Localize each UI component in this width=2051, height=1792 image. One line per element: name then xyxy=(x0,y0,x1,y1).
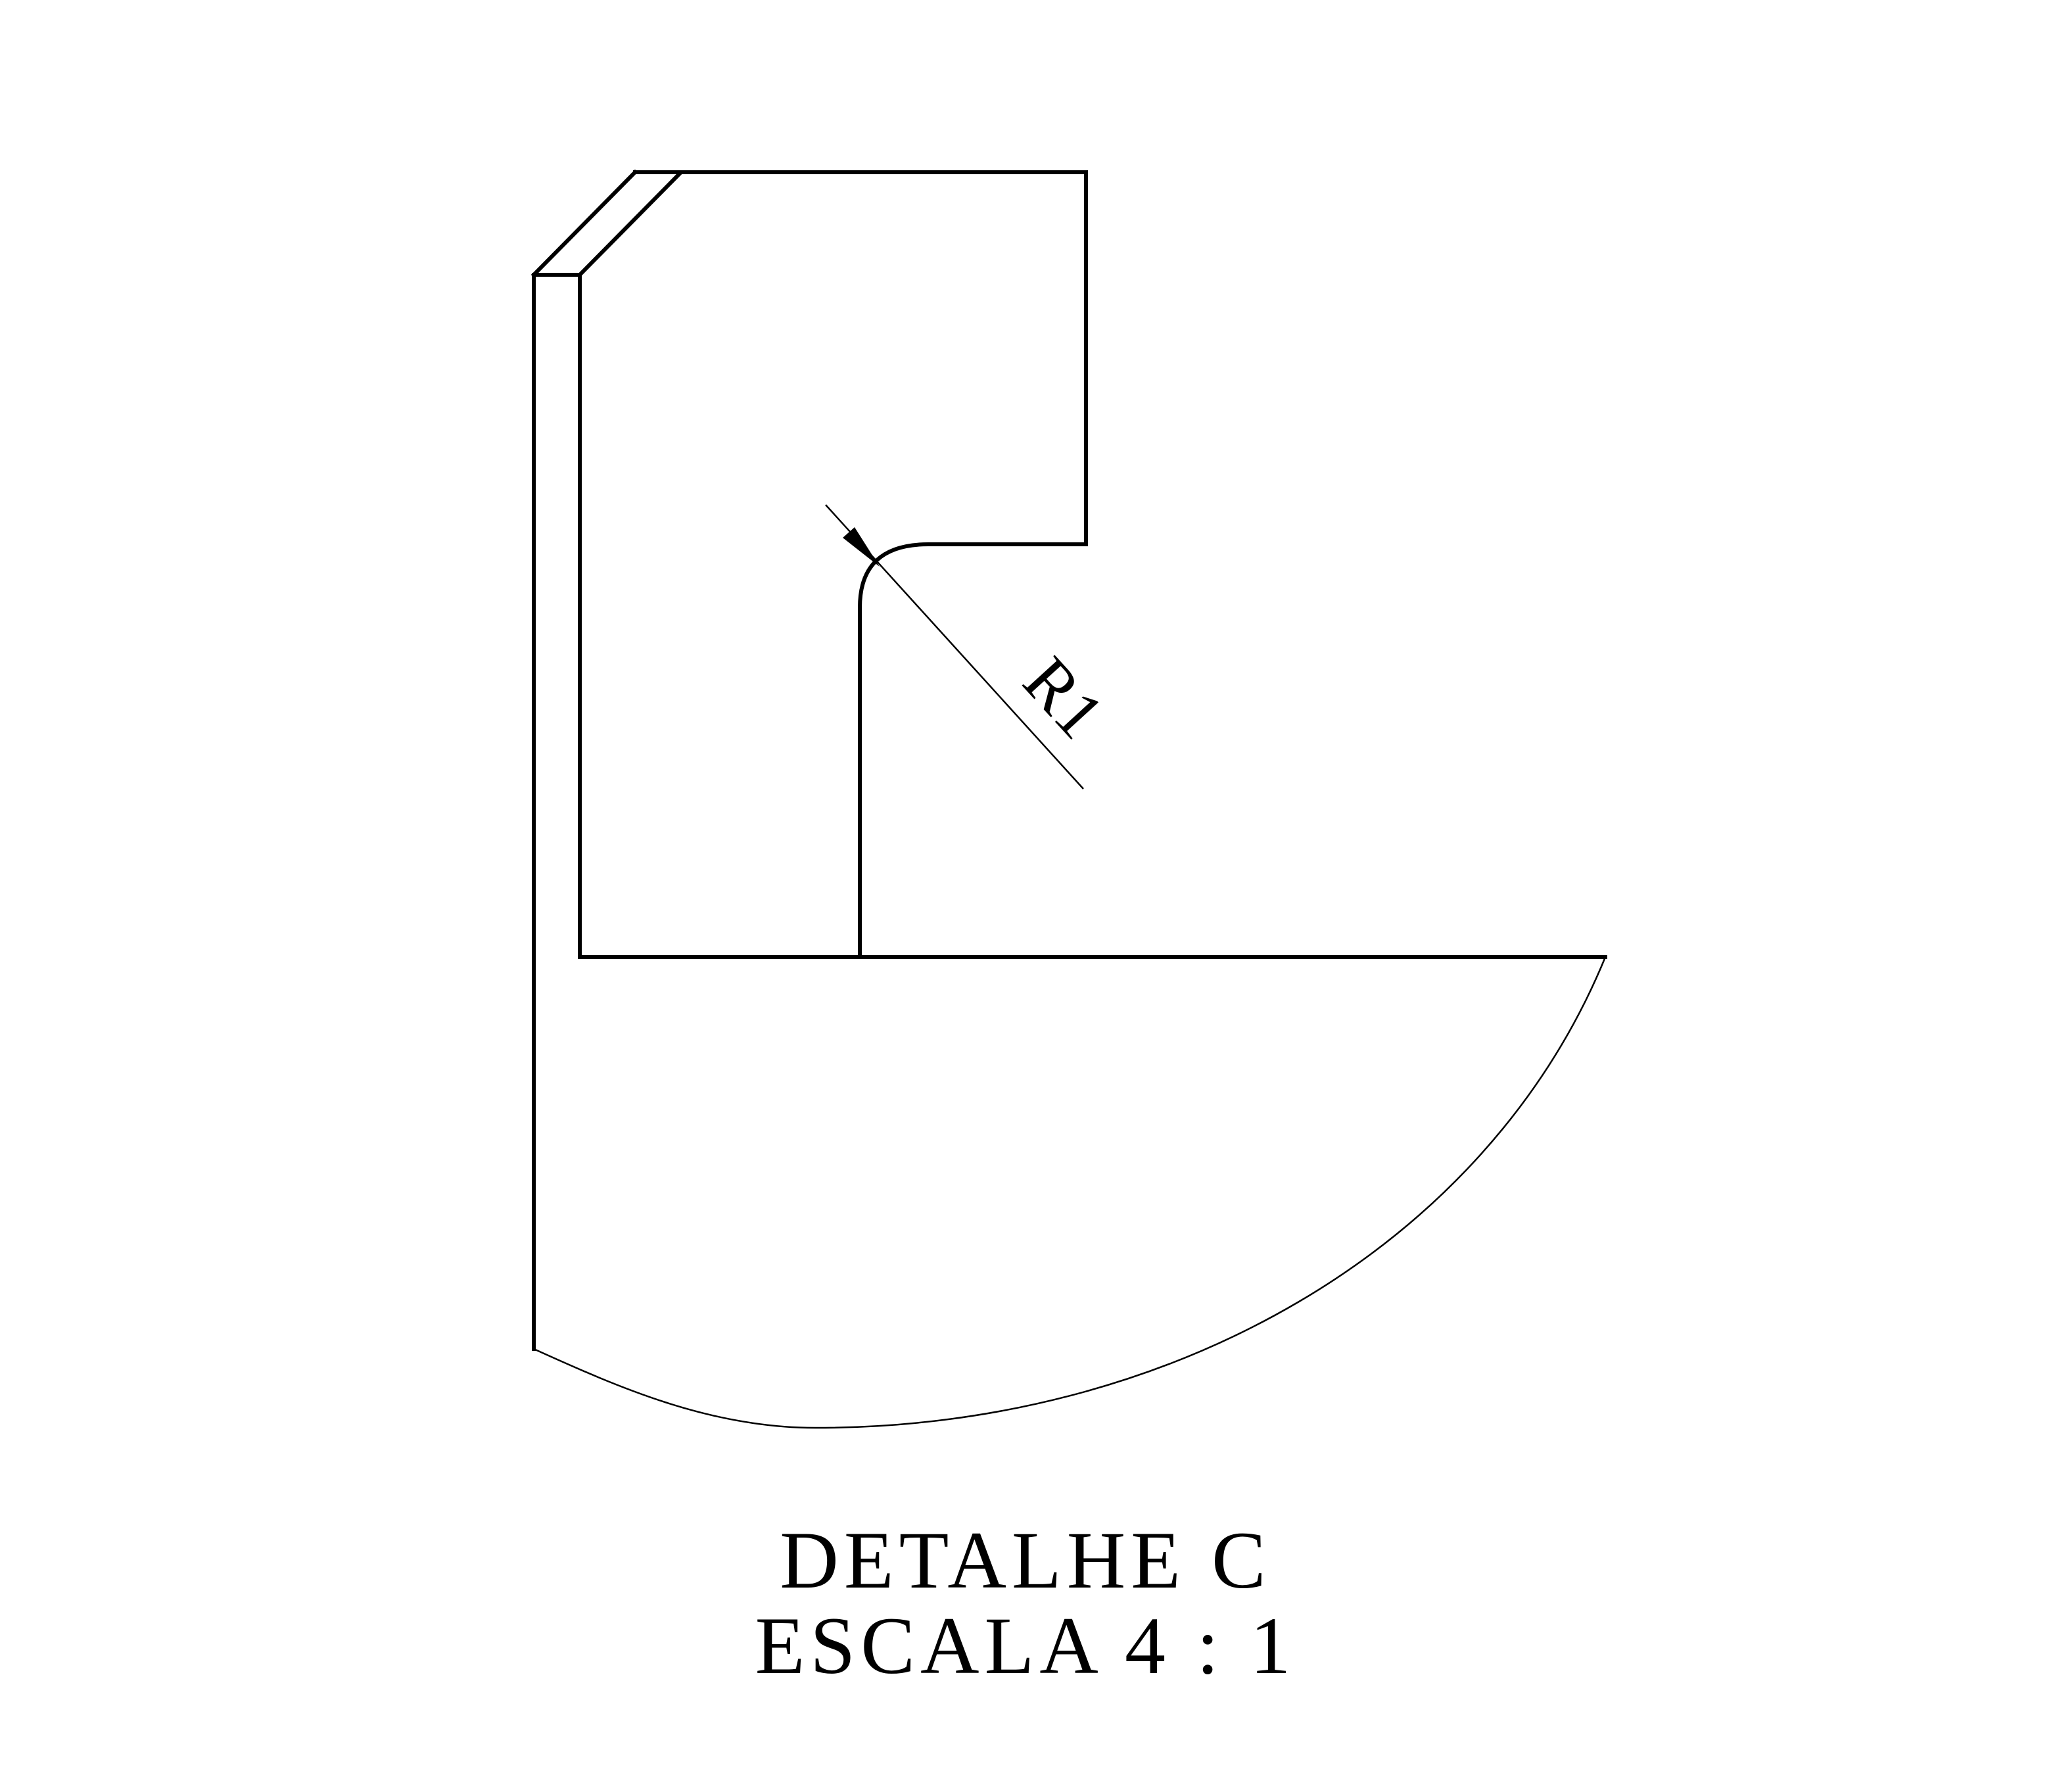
detail-title: DETALHE C xyxy=(780,1515,1271,1605)
radius-label: R1 xyxy=(1009,643,1119,753)
slot-fillet-profile xyxy=(858,542,1088,959)
detail-boundary-arc xyxy=(533,956,1607,1429)
detail-scale: ESCALA 4 : 1 xyxy=(755,1601,1296,1691)
chamfer-outer-edge xyxy=(530,169,638,278)
radius-arrowhead xyxy=(843,527,880,567)
chamfer-inner-edge xyxy=(577,170,683,278)
